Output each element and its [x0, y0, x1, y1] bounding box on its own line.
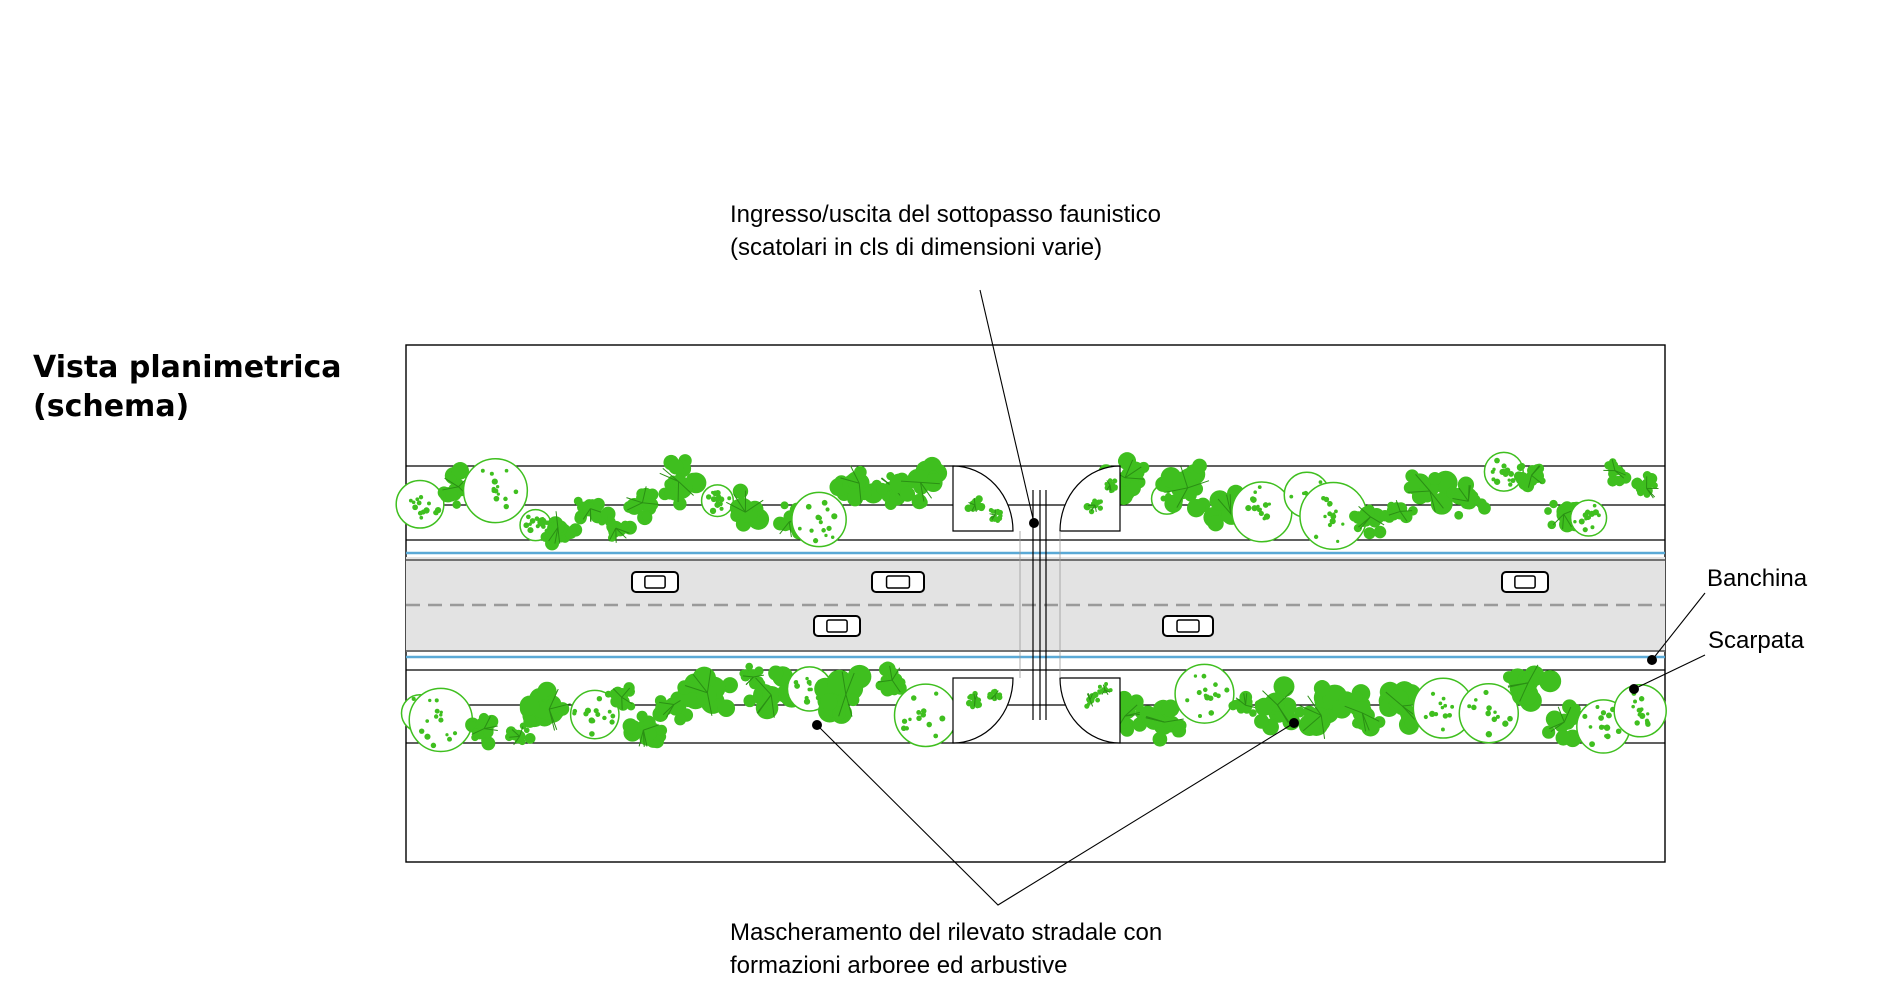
shrub-icon — [700, 484, 735, 518]
car-icon — [813, 615, 861, 637]
tree-icon — [1083, 498, 1104, 515]
tree-icon — [875, 661, 907, 697]
tree-icon — [537, 511, 583, 551]
underpass-wing-north-left — [952, 465, 1014, 532]
dot-banchina — [1647, 655, 1657, 665]
shrub-icon — [1613, 684, 1667, 738]
underpass-wing-south-right — [1059, 677, 1121, 744]
dot-masking-left — [812, 720, 822, 730]
shrub-icon — [1458, 683, 1520, 744]
dot-underpass — [1029, 518, 1039, 528]
page-title: Vista planimetrica (schema) — [33, 348, 342, 426]
tree-icon — [677, 666, 738, 717]
underpass-wing-north-right — [1059, 465, 1121, 532]
label-scarpata-text: Scarpata — [1708, 627, 1805, 654]
leader-dots — [812, 518, 1657, 730]
label-masking-line-1: Mascheramento del rilevato stradale con — [730, 919, 1163, 946]
tree-icon — [1513, 462, 1546, 493]
underpass-wing-south-left — [952, 677, 1014, 744]
underpass-structure — [952, 465, 1121, 744]
label-underpass-line-2: (scatolari in cls di dimensioni varie) — [730, 234, 1103, 261]
tree-icon — [987, 688, 1003, 702]
tree-icon — [1084, 691, 1101, 709]
shrub-icon — [408, 687, 474, 753]
underpass-culvert — [1019, 490, 1061, 720]
tree-icon — [1631, 471, 1659, 499]
tree-icon — [965, 690, 983, 710]
tree-icon — [1097, 682, 1113, 695]
tree-icon — [1155, 458, 1211, 518]
tree-icon — [519, 681, 571, 731]
leader-underpass — [979, 289, 1035, 524]
label-banchina: Banchina — [1707, 562, 1807, 595]
tree-icon — [1502, 664, 1562, 712]
tree-icon — [658, 454, 707, 511]
tree-icon — [1338, 684, 1386, 737]
shrub-icon — [1174, 663, 1235, 724]
label-underpass: Ingresso/uscita del sottopasso faunistic… — [730, 198, 1161, 264]
shrub-icon — [395, 479, 445, 529]
leader-scarpata — [1633, 654, 1706, 690]
shrub-icon — [462, 458, 529, 524]
tree-icon — [1104, 478, 1118, 494]
leader-banchina — [1651, 592, 1706, 661]
cars-layer — [631, 571, 1549, 637]
tree-icon — [505, 722, 536, 746]
tree-icon — [964, 495, 986, 513]
tree-icon — [1254, 676, 1306, 736]
tree-icon — [726, 483, 770, 532]
dot-masking-right — [1289, 718, 1299, 728]
leader-masking — [816, 722, 1295, 906]
vegetation-south — [400, 661, 1667, 754]
shrub-icon — [893, 683, 958, 748]
dot-scarpata — [1629, 684, 1639, 694]
tree-icon — [829, 465, 884, 507]
tree-icon — [598, 506, 637, 543]
leader-lines — [816, 289, 1706, 906]
tree-icon — [1298, 680, 1352, 739]
car-icon — [871, 571, 925, 593]
title-line-2: (schema) — [33, 389, 190, 424]
label-underpass-line-1: Ingresso/uscita del sottopasso faunistic… — [730, 201, 1161, 228]
label-masking-line-2: formazioni arboree ed arbustive — [730, 952, 1068, 979]
tree-icon — [1446, 476, 1491, 520]
tree-icon — [889, 456, 948, 510]
car-icon — [631, 571, 679, 593]
tree-icon — [573, 496, 605, 525]
label-masking: Mascheramento del rilevato stradale con … — [730, 916, 1162, 982]
shrub-icon — [1569, 499, 1608, 537]
tree-icon — [1139, 699, 1187, 747]
title-line-1: Vista planimetrica — [33, 350, 342, 385]
tree-icon — [604, 682, 636, 711]
vegetation-north — [395, 451, 1659, 551]
tree-icon — [623, 486, 660, 526]
tree-icon — [1383, 499, 1418, 524]
shrub-icon — [1483, 451, 1524, 492]
tree-icon — [988, 507, 1003, 524]
tree-icon — [1603, 458, 1632, 487]
shrub-icon — [569, 689, 620, 740]
label-scarpata: Scarpata — [1708, 624, 1804, 657]
car-icon — [1162, 615, 1214, 637]
tree-icon — [1228, 690, 1263, 717]
tree-icon — [465, 712, 499, 751]
shrub-icon — [1299, 481, 1368, 551]
label-banchina-text: Banchina — [1707, 565, 1808, 592]
tree-icon — [1349, 504, 1391, 540]
underpass-vegetation — [964, 478, 1118, 710]
shrub-icon — [1231, 481, 1293, 543]
tree-icon — [814, 664, 872, 724]
tree-icon — [622, 710, 668, 749]
shrub-icon — [791, 491, 847, 548]
car-icon — [1501, 571, 1549, 593]
